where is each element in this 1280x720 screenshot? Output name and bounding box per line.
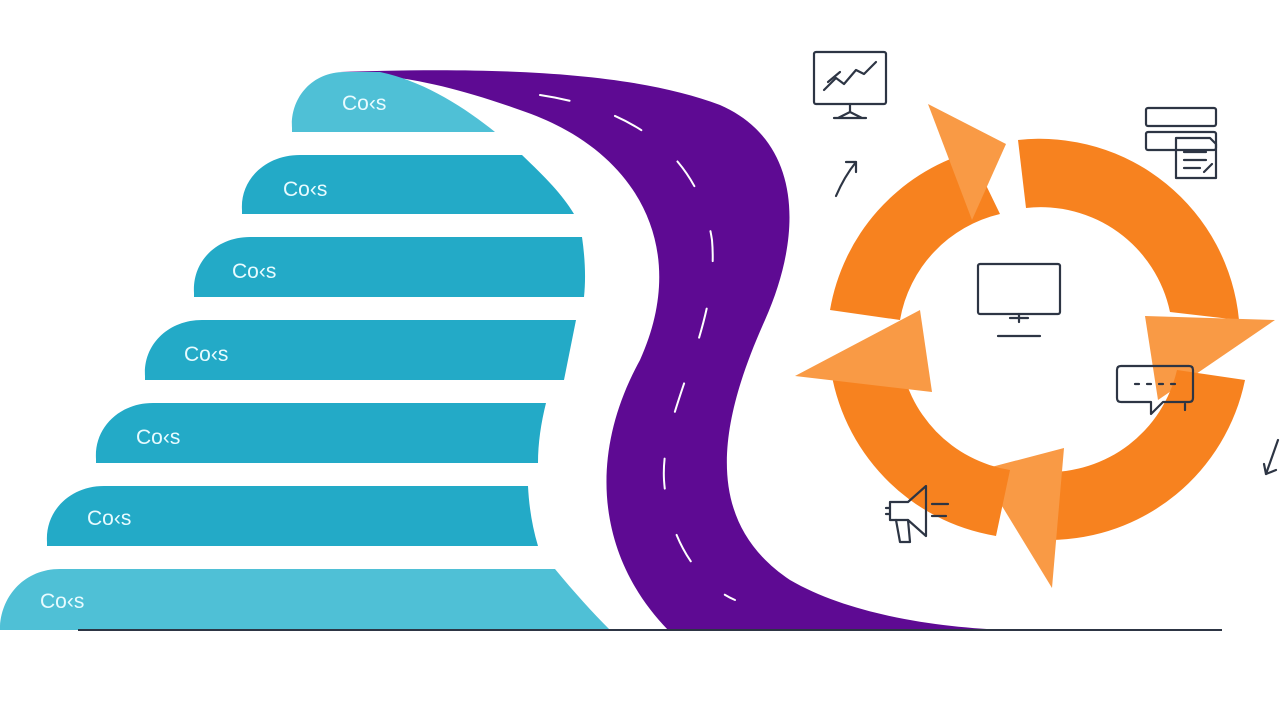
arrow-icon	[834, 160, 858, 198]
megaphone-icon	[884, 484, 950, 544]
chart-monitor-icon	[812, 50, 888, 120]
step-label: Co‹s	[232, 260, 276, 283]
road-center-dashes	[539, 94, 736, 601]
step-label: Co‹s	[136, 426, 180, 449]
step-5: Co‹s	[95, 403, 547, 463]
step-shape	[291, 72, 495, 132]
step-label: Co‹s	[342, 92, 386, 115]
staircase: Co‹s Co‹s Co‹s Co‹s Co‹s Co‹s Co‹s	[0, 72, 610, 630]
step-shape	[193, 237, 586, 297]
step-4: Co‹s	[144, 320, 577, 380]
step-shape	[144, 320, 577, 380]
step-7: Co‹s	[0, 569, 610, 630]
step-shape	[0, 569, 610, 630]
step-label: Co‹s	[87, 507, 131, 530]
road	[340, 70, 1010, 630]
step-1: Co‹s	[291, 72, 495, 132]
step-shape	[46, 486, 538, 546]
cycle-arrows	[795, 104, 1275, 588]
step-label: Co‹s	[283, 178, 327, 201]
document-stack-icon	[1144, 106, 1218, 180]
step-shape	[241, 155, 575, 214]
step-label: Co‹s	[184, 343, 228, 366]
cycle-arrow-top	[1018, 138, 1275, 400]
cycle-arrow-right	[980, 370, 1245, 588]
step-label: Co‹s	[40, 590, 84, 613]
road-shape	[340, 70, 1010, 630]
cycle-arrow-left	[830, 104, 1006, 320]
step-3: Co‹s	[193, 237, 586, 297]
step-shape	[95, 403, 547, 463]
chat-bubble-icon	[1115, 364, 1195, 416]
arrow-icon	[1262, 438, 1280, 476]
step-6: Co‹s	[46, 486, 538, 546]
monitor-icon	[976, 262, 1062, 338]
step-2: Co‹s	[241, 155, 575, 214]
cycle-arrow-bottom	[795, 310, 1010, 536]
